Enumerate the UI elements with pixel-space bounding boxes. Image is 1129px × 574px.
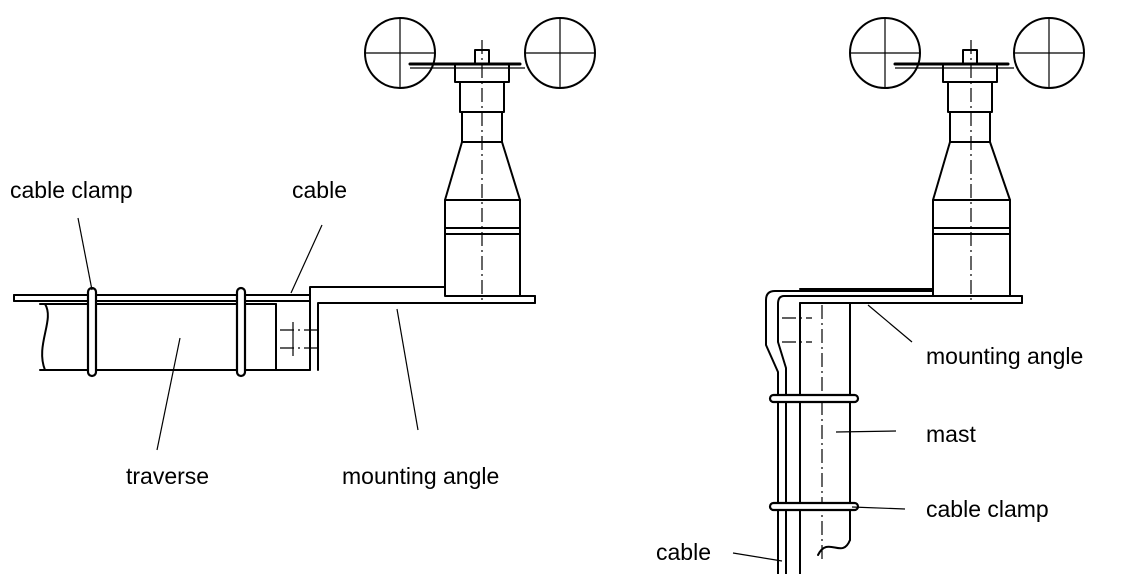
label-mounting-angle-left: mounting angle bbox=[342, 463, 499, 489]
anemometer-cups-right bbox=[849, 17, 1085, 89]
anemometer-cups-left bbox=[364, 17, 596, 89]
label-mast: mast bbox=[926, 421, 976, 447]
cable-right bbox=[765, 290, 934, 574]
left-view: cable clamp cable traverse mounting angl… bbox=[10, 17, 596, 489]
label-cable-left: cable bbox=[292, 177, 347, 203]
label-cable-right: cable bbox=[656, 539, 711, 565]
cable-clamps-right bbox=[768, 393, 860, 512]
label-traverse: traverse bbox=[126, 463, 209, 489]
anemometer-body-left bbox=[444, 40, 521, 300]
anemometer-body-right bbox=[932, 40, 1011, 300]
leader-lines-right bbox=[732, 304, 913, 562]
mounting-angle-right bbox=[799, 288, 1023, 304]
leader-lines-left bbox=[77, 217, 419, 451]
traverse-tube bbox=[39, 303, 322, 371]
label-cable-clamp-right: cable clamp bbox=[926, 496, 1049, 522]
label-mounting-angle-right: mounting angle bbox=[926, 343, 1083, 369]
right-view: mounting angle mast cable clamp cable bbox=[656, 17, 1085, 574]
mast-tube bbox=[782, 302, 851, 574]
label-cable-clamp-left: cable clamp bbox=[10, 177, 133, 203]
mounting-angle-left bbox=[309, 286, 536, 371]
